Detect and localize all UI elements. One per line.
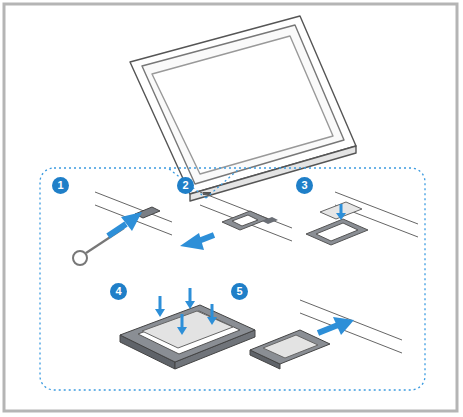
step-3 (306, 192, 418, 245)
callout-number: 5 (231, 283, 248, 300)
callout-number: 1 (52, 177, 69, 194)
step-5 (250, 300, 402, 369)
step-1 (73, 192, 172, 265)
callout-frame (40, 168, 425, 390)
step-2 (180, 192, 292, 250)
callout-number: 4 (110, 283, 127, 300)
phone (130, 16, 356, 201)
callout-number: 3 (296, 177, 313, 194)
callout-number: 2 (177, 177, 194, 194)
step-4 (120, 288, 255, 369)
frame (4, 4, 457, 411)
